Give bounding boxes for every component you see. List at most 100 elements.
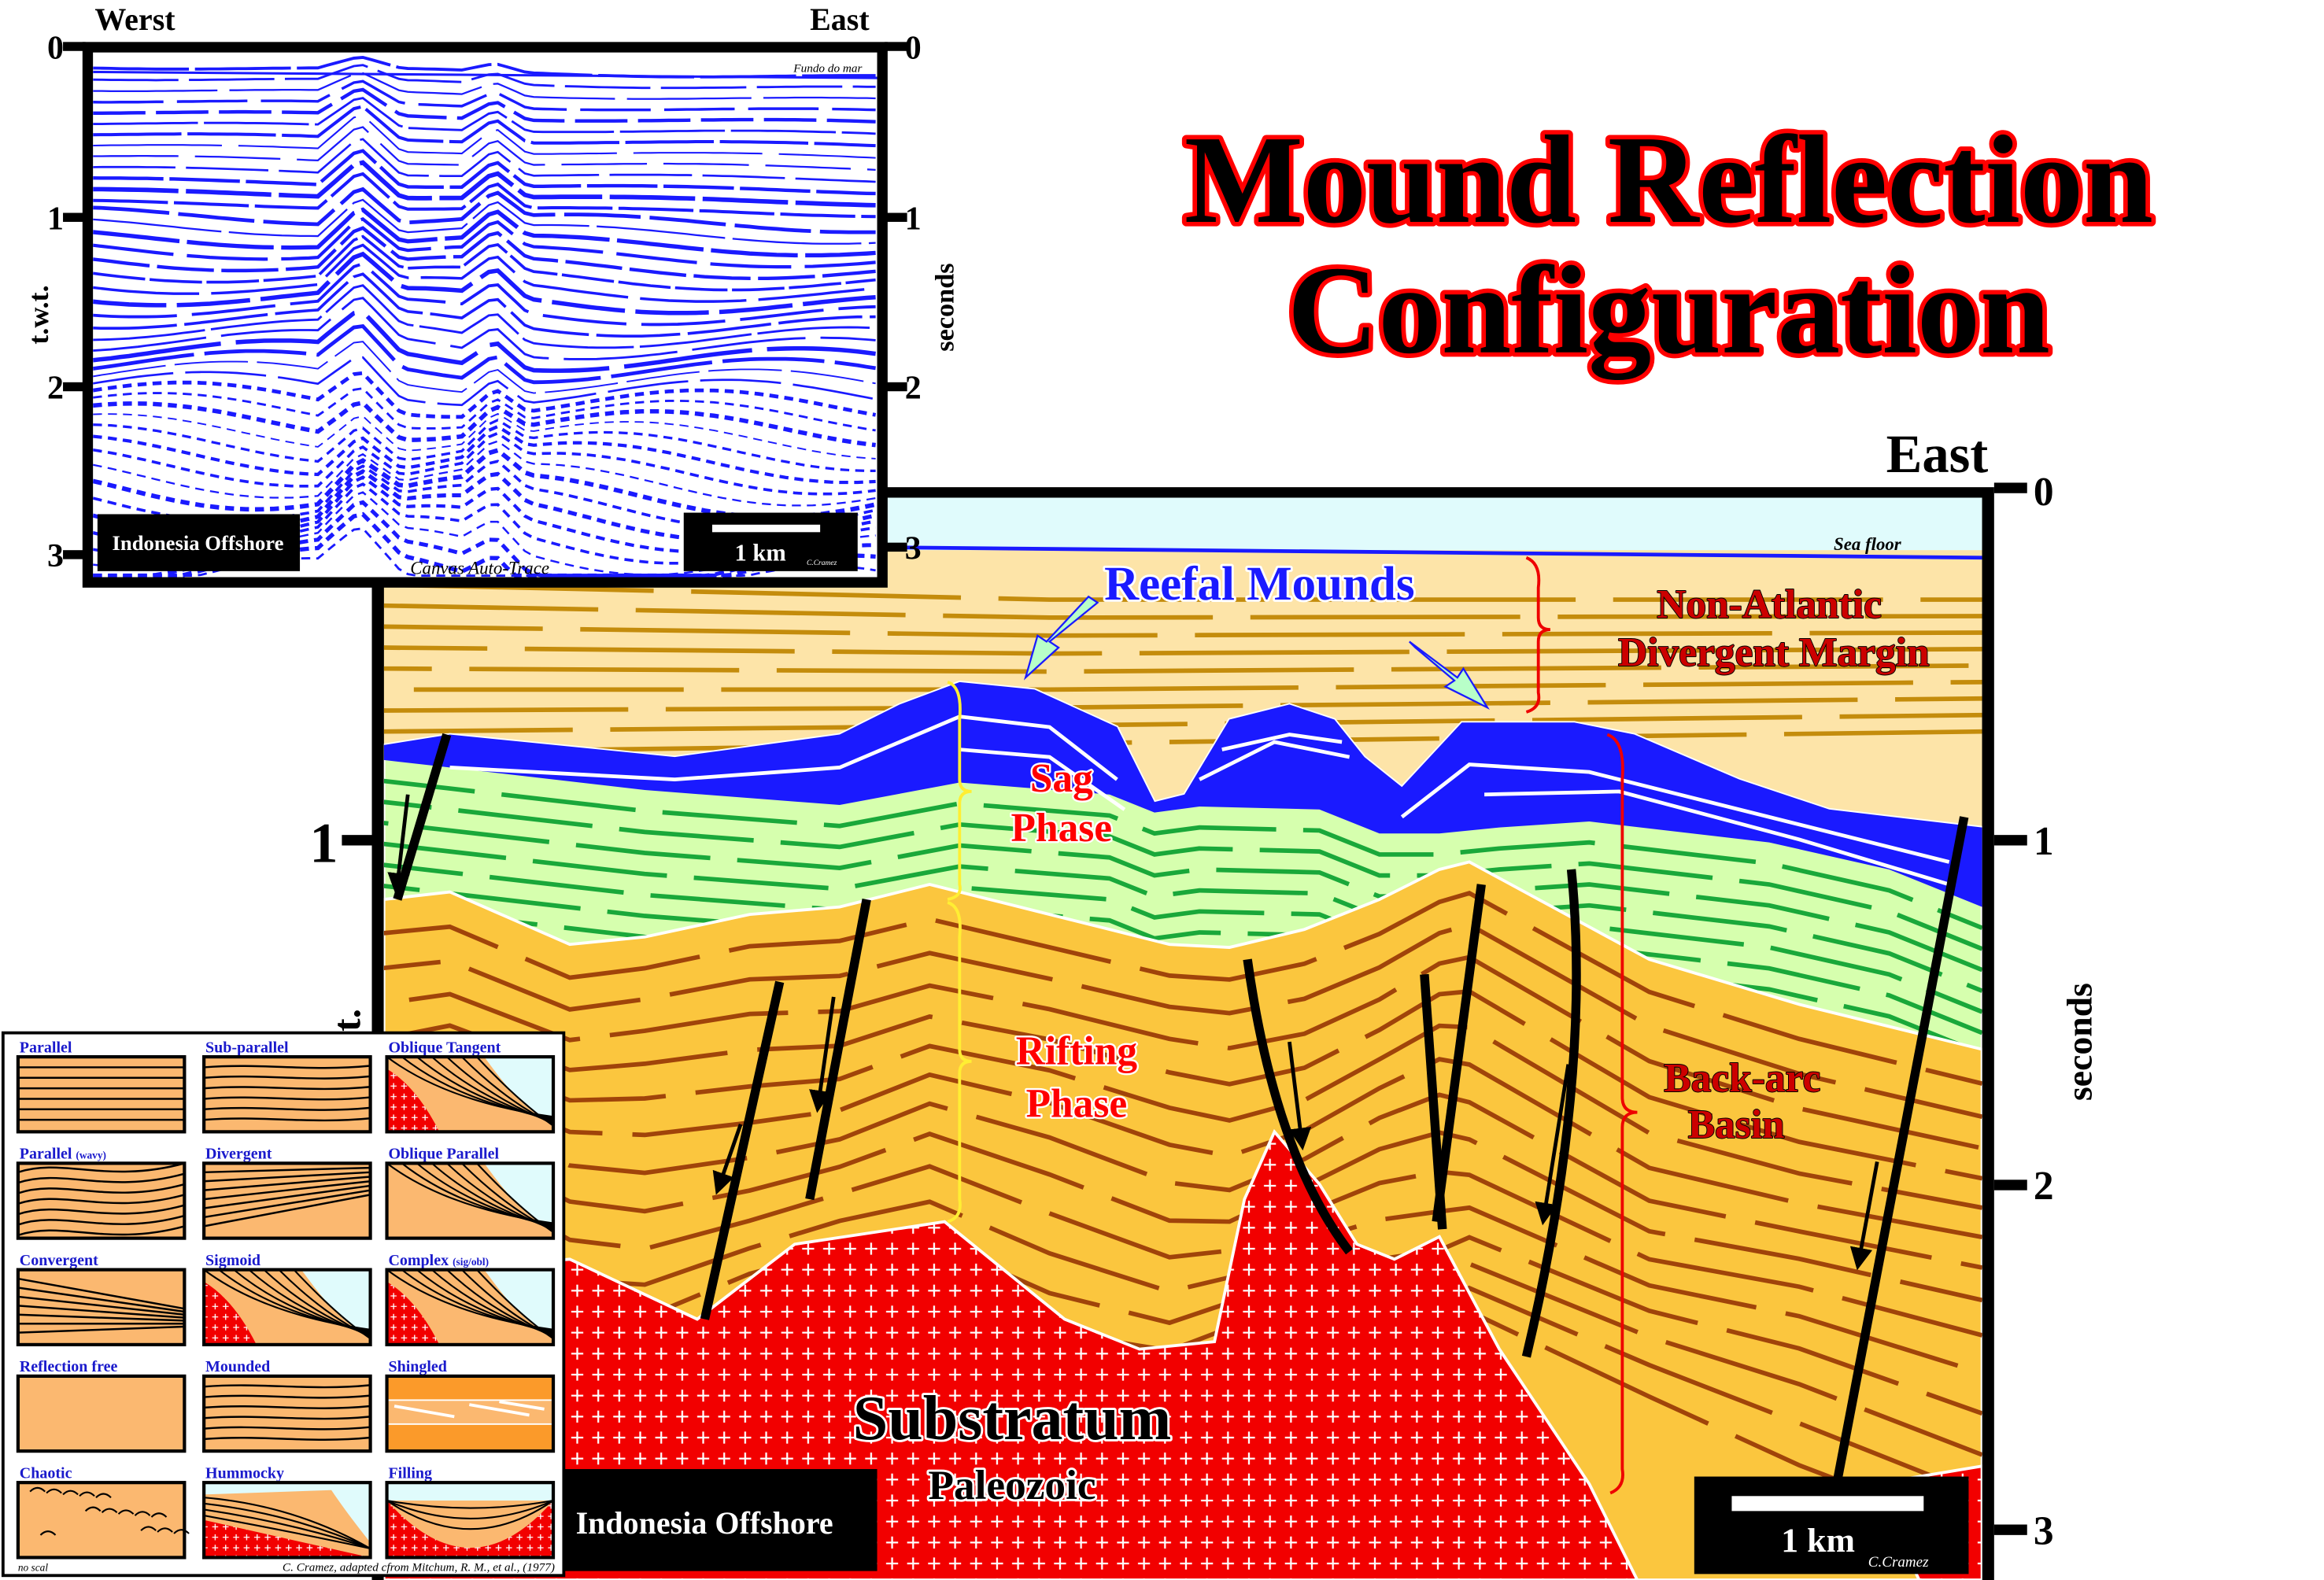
legend-item-complex: Complex (sig/obl) (385, 1252, 556, 1346)
seismic-right-tick-0: 0 (905, 30, 922, 66)
reefal-mound-layer (383, 681, 1982, 907)
legend-swatch (202, 1481, 372, 1560)
sag-label-1: Sag (1030, 756, 1093, 801)
reflection-line (383, 821, 1982, 973)
seismic-reflector (93, 138, 876, 183)
reflection-line (1199, 740, 1350, 781)
fault-line (1243, 958, 1354, 1255)
legend-swatch (16, 1161, 187, 1240)
substratum-label: Substratum (853, 1384, 1172, 1453)
seismic-reflector (93, 341, 876, 394)
legend-swatch (202, 1374, 372, 1453)
reflection-line (383, 1023, 1982, 1210)
title-line-1: Mound Reflection (1184, 109, 2153, 249)
seismic-reflector (93, 198, 876, 245)
legend-item-parallel: Parallel (16, 1039, 187, 1134)
interp-scale-box (1694, 1476, 1969, 1574)
sag-label-2: Phase (1011, 806, 1113, 851)
legend-item-label: Shingled (388, 1358, 446, 1375)
seismic-left-tick-1: 1 (47, 201, 64, 237)
legend-item-divergent: Divergent (202, 1146, 372, 1240)
rifting-label-1: Rifting (1016, 1029, 1138, 1074)
reflection-line (383, 624, 1982, 638)
seismic-twt-label: t.w.t. (23, 285, 54, 344)
reflection-line (1484, 789, 1950, 887)
reef-arrow-icon-left (1023, 595, 1099, 681)
seismic-reflector (93, 527, 876, 577)
seismic-reflector (93, 261, 876, 327)
seismic-reflector (93, 186, 876, 234)
seismic-reflector (93, 356, 876, 407)
legend-item-free: Reflection free (16, 1358, 187, 1453)
reflection-line (383, 663, 1982, 674)
legend-item-label: Sigmoid (205, 1252, 260, 1269)
paleozoic-label: Paleozoic (928, 1461, 1095, 1508)
seismic-west-label: Werst (94, 2, 176, 37)
legend-swatch (16, 1481, 190, 1560)
seismic-right-axis: 0 1 2 3 seconds (885, 30, 960, 567)
reflection-line (383, 679, 1982, 692)
seismic-right-tick-3: 3 (905, 531, 922, 567)
legend-item-subparallel: Sub-parallel (202, 1039, 372, 1134)
reflection-line (959, 748, 1126, 811)
margin-label-1: Non-Atlantic (1657, 582, 1882, 627)
reflection-line (383, 603, 1982, 620)
reflection-line (1221, 733, 1343, 751)
seismic-reflector (93, 216, 876, 269)
seismic-reflector (93, 418, 876, 473)
faults (387, 733, 1969, 1486)
reflection-line (449, 714, 1118, 782)
seismic-panel: Werst East Fundo do mar Indonesia Offsho… (23, 2, 960, 588)
seismic-reflector (93, 460, 877, 530)
fault-line (393, 733, 452, 901)
seismic-reflector (93, 126, 876, 171)
seismic-reflector (93, 387, 876, 432)
seismic-reflector (93, 243, 876, 303)
seismic-seconds-label: seconds (930, 263, 960, 351)
seismic-seafloor (93, 70, 878, 79)
seismic-traces (93, 56, 878, 578)
legend-item-filling: Filling (385, 1464, 556, 1560)
seismic-reflector (93, 79, 876, 112)
reflection-line (383, 862, 1982, 1014)
seismic-reflector (93, 448, 877, 519)
legend-item-label: Reflection free (20, 1358, 118, 1375)
seismic-right-tick-1: 1 (905, 201, 922, 237)
seismic-left-tick-0: 0 (47, 30, 64, 66)
interp-tick-1: 1 (2034, 819, 2054, 864)
seismic-reflector (93, 105, 876, 148)
seismic-reflector (93, 511, 876, 578)
legend-item-label: Divergent (205, 1146, 272, 1163)
seismic-seafloor-label: Fundo do mar (793, 61, 862, 75)
fault-arrow-icon (1535, 1064, 1571, 1226)
legend-item-hummocky: Hummocky (202, 1464, 372, 1560)
reflection-line (383, 890, 1982, 1086)
seismic-software-label: Canvas Auto-Trace (410, 559, 549, 578)
fault-line (1432, 884, 1486, 1223)
fault-arrow-icon (1288, 1041, 1312, 1151)
interp-tick-2: 2 (2034, 1164, 2054, 1209)
sag-brace (947, 681, 972, 901)
seismic-reflector (93, 412, 876, 460)
reflection-line (383, 778, 1982, 930)
seismic-reflector (93, 172, 876, 219)
legend-item-label: Complex (sig/obl) (388, 1252, 489, 1269)
legend-swatch (385, 1268, 556, 1346)
seismic-reflector (93, 114, 876, 159)
legend-item-label: Parallel (20, 1039, 72, 1056)
seismic-reflector (93, 87, 876, 124)
reflection-line (383, 1092, 1982, 1270)
reflection-line (383, 1130, 1982, 1303)
reflection-line (383, 1164, 1982, 1338)
seismic-reflector (93, 207, 876, 258)
seismic-reflector (93, 226, 876, 280)
seismic-reflector (93, 371, 877, 419)
legend-swatch (16, 1055, 187, 1134)
fault-line (700, 980, 785, 1320)
fault-line (1521, 869, 1581, 1358)
interp-scale-label: 1 km (1781, 1522, 1855, 1560)
legend-item-wavy: Parallel (wavy) (16, 1146, 187, 1240)
reefal-mounds-label: Reefal Mounds (1104, 558, 1414, 611)
interp-seconds-label: seconds (2060, 983, 2100, 1101)
